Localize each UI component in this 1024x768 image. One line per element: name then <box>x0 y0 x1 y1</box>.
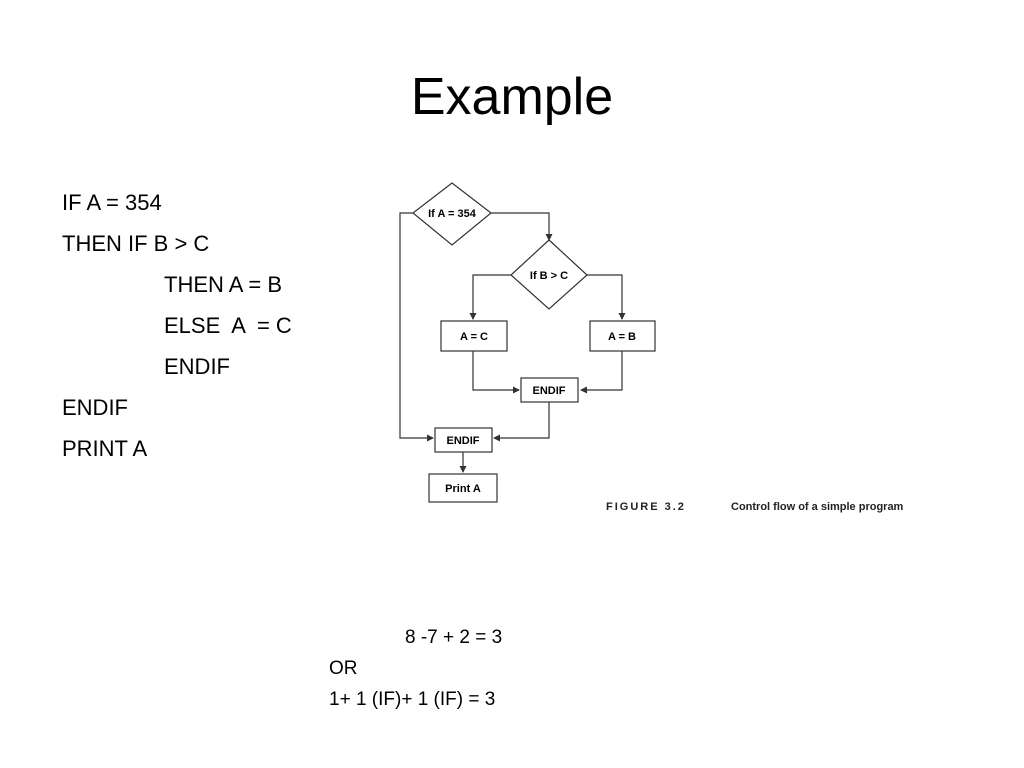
code-line: PRINT A <box>62 436 148 461</box>
decision-if-b <box>510 239 588 310</box>
node-label-endif-inner: ENDIF <box>533 385 566 397</box>
slide-title: Example <box>410 68 614 126</box>
code-line: IF A = 354 <box>62 190 162 215</box>
edge-if-a-to-endif-outer <box>399 212 434 442</box>
pseudocode-block: IF A = 354 THEN IF B > C THEN A = B ELSE… <box>62 184 292 471</box>
process-print-a <box>428 473 498 503</box>
figure-caption: FIGURE 3.2 Control flow of a simple prog… <box>606 501 904 513</box>
edge-if-b-to-a-eq-c <box>469 274 511 320</box>
code-line: THEN IF B > C <box>62 231 210 256</box>
complexity-expression-2: 1+ 1 (IF)+ 1 (IF) = 3 <box>329 689 496 710</box>
process-endif-outer <box>434 427 493 453</box>
edge-a-eq-b-to-endif-inner <box>580 351 623 394</box>
figure-label: FIGURE 3.2 <box>606 501 686 513</box>
code-line: ELSE A = C <box>164 313 292 338</box>
or-label: OR <box>329 658 358 679</box>
control-flow-diagram: If A = 354 If B > C A = C A = B ENDIF EN… <box>399 182 904 513</box>
node-label-a-eq-b: A = B <box>608 331 636 343</box>
process-a-eq-b <box>589 320 656 352</box>
figure-caption-text: Control flow of a simple program <box>731 501 904 513</box>
code-line: ENDIF <box>62 395 128 420</box>
node-label-endif-outer: ENDIF <box>447 435 480 447</box>
node-label-if-a: If A = 354 <box>428 208 477 220</box>
node-label-print-a: Print A <box>445 483 481 495</box>
code-line: THEN A = B <box>164 272 282 297</box>
process-endif-inner <box>520 377 579 403</box>
node-label-if-b: If B > C <box>530 270 568 282</box>
process-a-eq-c <box>440 320 508 352</box>
edge-if-a-to-if-b <box>491 212 553 241</box>
edge-a-eq-c-to-endif-inner <box>472 351 520 394</box>
decision-if-a <box>412 182 492 246</box>
edge-endif-inner-to-endif-outer <box>493 402 550 442</box>
node-label-a-eq-c: A = C <box>460 331 488 343</box>
complexity-expression-1: 8 -7 + 2 = 3 <box>405 627 503 648</box>
code-line: ENDIF <box>164 354 230 379</box>
edge-if-b-to-a-eq-b <box>587 274 626 320</box>
